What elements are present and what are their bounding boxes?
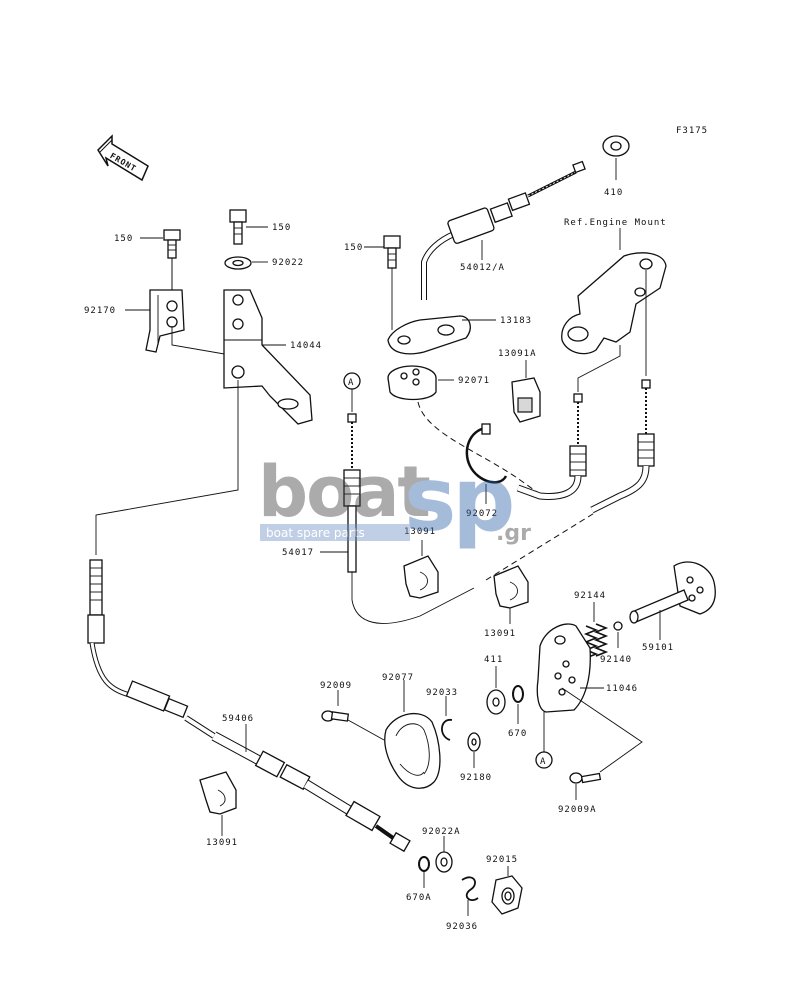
label-92009A: 92009A — [558, 805, 597, 815]
label-11046: 11046 — [606, 684, 638, 694]
label-92009: 92009 — [320, 681, 352, 691]
reference-marker-a-top: A — [343, 372, 361, 390]
clip-92033 — [441, 719, 453, 741]
washer-410 — [602, 135, 630, 157]
watermark-logo: boat sp .gr boat spare parts — [258, 448, 531, 551]
watermark-tagline: boat spare parts — [266, 526, 365, 540]
knob-92077 — [384, 712, 441, 789]
label-92033: 92033 — [426, 688, 458, 698]
screw-92009 — [321, 710, 350, 722]
label-92036: 92036 — [446, 922, 478, 932]
label-13091-mid: 13091 — [404, 527, 436, 537]
bolt-150-left — [163, 229, 181, 259]
reference-marker-a-bottom: A — [535, 751, 553, 769]
figure-code: F3175 — [676, 126, 708, 136]
washer-92022A — [435, 851, 453, 873]
front-arrow-icon: FRONT — [97, 134, 149, 182]
washer-92022 — [224, 256, 252, 270]
cable-54017 — [343, 413, 361, 573]
clamp-92170 — [145, 289, 185, 353]
label-670A: 670A — [406, 893, 432, 903]
label-670: 670 — [508, 729, 527, 739]
cable-end-right-b — [590, 379, 655, 514]
label-410: 410 — [604, 188, 623, 198]
label-59101: 59101 — [642, 643, 674, 653]
label-150-left: 150 — [114, 234, 133, 244]
label-92015: 92015 — [486, 855, 518, 865]
label-14044: 14044 — [290, 341, 322, 351]
label-92144: 92144 — [574, 591, 606, 601]
screw-92009A — [569, 772, 602, 784]
bolt-150-right — [383, 235, 401, 269]
nut-92015 — [491, 875, 523, 915]
cable-end-right-a — [516, 393, 587, 500]
label-92022A: 92022A — [422, 827, 461, 837]
clamp-92072 — [465, 423, 508, 484]
watermark-logo-b: sp — [404, 448, 512, 551]
cable-59406 — [87, 559, 411, 853]
oring-670A — [418, 856, 430, 872]
watermark-logo-a: boat — [258, 451, 429, 533]
spring-washer-92036 — [461, 876, 479, 902]
bolt-150-mid — [229, 209, 247, 245]
pin-92140 — [613, 621, 623, 631]
label-150-right: 150 — [344, 243, 363, 253]
label-54017: 54017 — [282, 548, 314, 558]
svg-text:A: A — [348, 378, 354, 388]
label-13091-right: 13091 — [484, 629, 516, 639]
label-150-mid: 150 — [272, 223, 291, 233]
label-411: 411 — [484, 655, 503, 665]
label-92140: 92140 — [600, 655, 632, 665]
label-13091A: 13091A — [498, 349, 537, 359]
label-92170: 92170 — [84, 306, 116, 316]
grommet-13091-right — [493, 565, 529, 609]
shaft-59101 — [629, 561, 716, 624]
washer-411 — [486, 689, 506, 715]
clip-13091A — [511, 377, 541, 423]
label-92071: 92071 — [458, 376, 490, 386]
label-92072: 92072 — [466, 509, 498, 519]
plate-13183 — [387, 315, 471, 355]
plate-11046 — [536, 623, 591, 713]
grommet-13091-mid — [403, 555, 439, 599]
label-54012A: 54012/A — [460, 263, 505, 273]
label-13183: 13183 — [500, 316, 532, 326]
engine-mount-bracket — [561, 252, 667, 355]
label-92022: 92022 — [272, 258, 304, 268]
ref-engine-mount-label: Ref.Engine Mount — [564, 218, 667, 228]
label-13091-left: 13091 — [206, 838, 238, 848]
washer-92180 — [467, 732, 481, 752]
bracket-14044 — [223, 289, 313, 425]
watermark-tld: .gr — [496, 521, 531, 546]
svg-text:A: A — [540, 757, 546, 767]
label-92077: 92077 — [382, 673, 414, 683]
label-59406: 59406 — [222, 714, 254, 724]
grommet-92071 — [387, 365, 437, 401]
cable-54012A — [421, 160, 586, 300]
label-92180: 92180 — [460, 773, 492, 783]
grommet-13091-left — [199, 771, 237, 815]
oring-670 — [512, 685, 524, 703]
